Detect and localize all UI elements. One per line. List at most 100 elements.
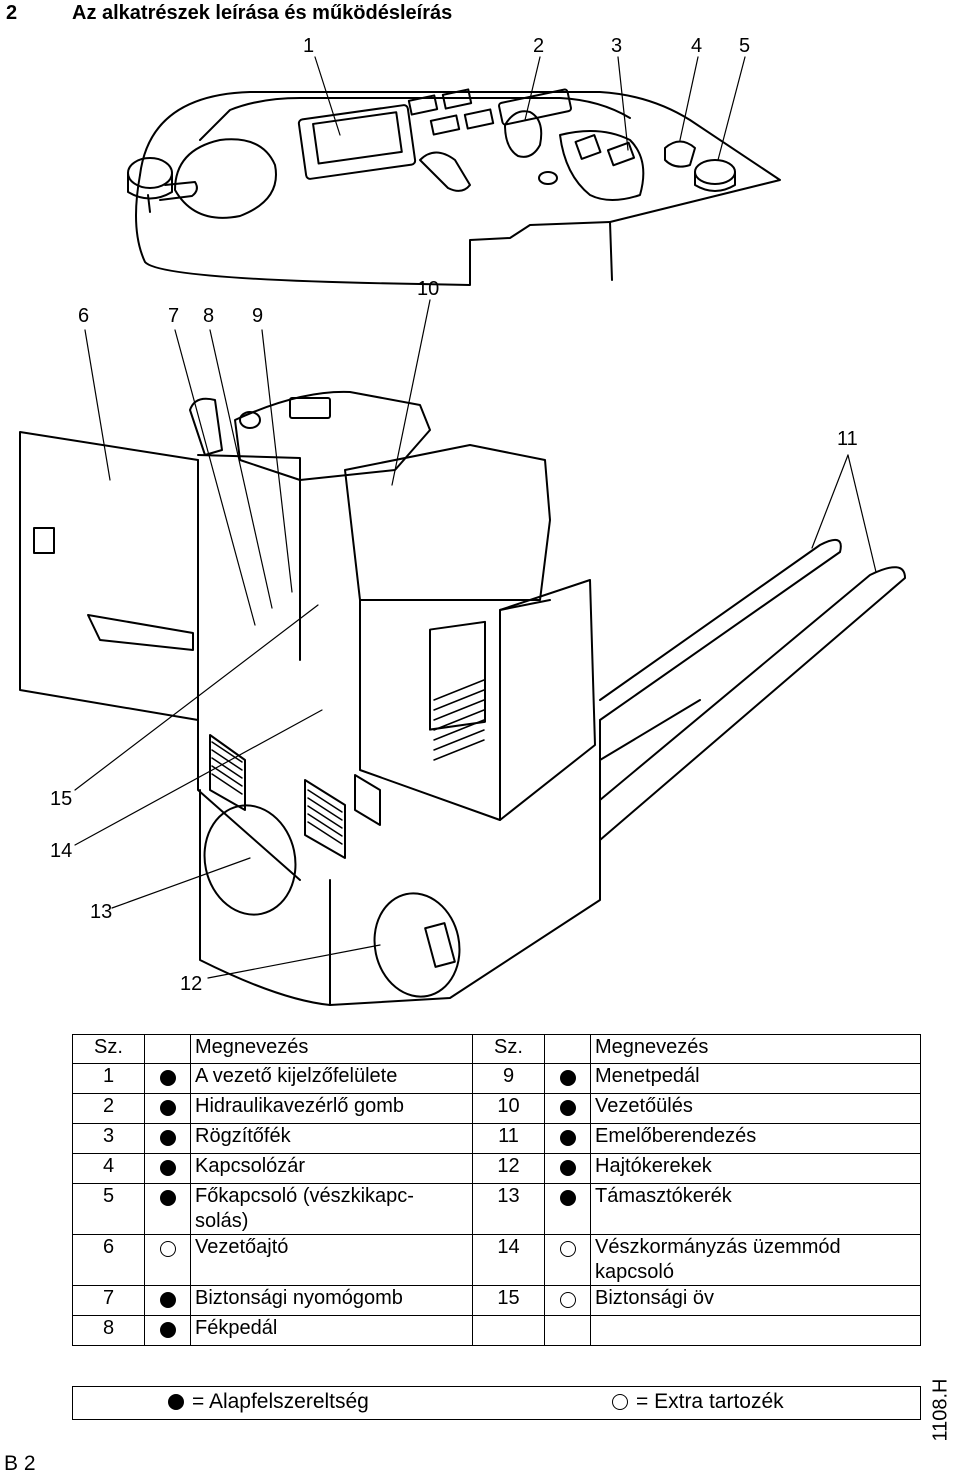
filled-circle-icon xyxy=(559,1070,576,1086)
equipment-status-left xyxy=(144,1123,191,1154)
filled-circle-icon xyxy=(159,1160,176,1176)
table-header-row: Sz. Megnevezés Sz. Megnevezés xyxy=(72,1034,921,1064)
filled-circle-icon xyxy=(159,1070,176,1086)
filled-circle-icon xyxy=(559,1130,576,1146)
truck-body xyxy=(19,390,906,1006)
part-number-right: 12 xyxy=(472,1153,545,1184)
part-name-right: Menetpedál xyxy=(590,1063,921,1094)
filled-circle-icon xyxy=(559,1100,576,1116)
part-name-left: Rögzítőfék xyxy=(190,1123,473,1154)
header-num-right: Sz. xyxy=(472,1034,545,1064)
part-number-right xyxy=(472,1315,545,1346)
section-title: Az alkatrészek leírása és működésleírás xyxy=(72,2,453,24)
filled-circle-icon xyxy=(159,1100,176,1116)
callout-labels: 1 2 3 4 5 6 7 8 9 10 11 12 13 14 15 xyxy=(50,35,858,995)
part-name-right: Vezetőülés xyxy=(590,1093,921,1124)
part-number-left: 7 xyxy=(72,1285,145,1316)
table-row: 8 Fékpedál xyxy=(72,1315,921,1346)
part-name-left: Hidraulikavezérlő gomb xyxy=(190,1093,473,1124)
equipment-status-right xyxy=(544,1093,591,1124)
equipment-status-right xyxy=(544,1234,591,1286)
filled-circle-icon xyxy=(159,1130,176,1146)
vent-grilles xyxy=(211,679,485,845)
callout-12: 12 xyxy=(180,973,202,995)
section-number: 2 xyxy=(6,2,18,24)
filled-circle-icon xyxy=(559,1190,576,1206)
callout-8: 8 xyxy=(203,305,214,327)
part-number-left: 4 xyxy=(72,1153,145,1184)
filled-circle-icon xyxy=(159,1322,176,1338)
equipment-status-left xyxy=(144,1093,191,1124)
part-name-right: Vészkormányzás üzemmód kapcsoló xyxy=(590,1234,921,1286)
filled-circle-icon xyxy=(559,1160,576,1176)
callout-13: 13 xyxy=(90,901,112,923)
legend-optional: = Extra tartozék xyxy=(612,1390,784,1414)
legend-standard: = Alapfelszereltség xyxy=(168,1390,369,1414)
equipment-status-left xyxy=(144,1063,191,1094)
callout-5: 5 xyxy=(739,35,750,57)
part-number-left: 2 xyxy=(72,1093,145,1124)
part-name-right xyxy=(590,1315,921,1346)
callout-3: 3 xyxy=(611,35,622,57)
equipment-status-right xyxy=(544,1285,591,1316)
part-name-left: Kapcsolózár xyxy=(190,1153,473,1184)
equipment-status-right xyxy=(544,1153,591,1184)
part-name-left: Főkapcsoló (vészkikapc- solás) xyxy=(190,1183,473,1235)
equipment-status-right xyxy=(544,1315,591,1346)
part-name-left: A vezető kijelzőfelülete xyxy=(190,1063,473,1094)
open-circle-icon xyxy=(559,1241,576,1257)
part-number-right: 10 xyxy=(472,1093,545,1124)
part-number-left: 6 xyxy=(72,1234,145,1286)
callout-14: 14 xyxy=(50,840,72,862)
part-name-left: Fékpedál xyxy=(190,1315,473,1346)
equipment-status-left xyxy=(144,1234,191,1286)
callout-15: 15 xyxy=(50,788,72,810)
callout-1: 1 xyxy=(303,35,314,57)
part-number-right: 11 xyxy=(472,1123,545,1154)
open-circle-icon xyxy=(612,1394,628,1410)
part-name-right: Emelőberendezés xyxy=(590,1123,921,1154)
part-number-right: 14 xyxy=(472,1234,545,1286)
open-circle-icon xyxy=(159,1241,176,1257)
equipment-status-right xyxy=(544,1063,591,1094)
part-number-right: 13 xyxy=(472,1183,545,1235)
callout-7: 7 xyxy=(168,305,179,327)
equipment-status-right xyxy=(544,1123,591,1154)
page-number: B 2 xyxy=(4,1452,36,1475)
document-code-label: 1108.H xyxy=(929,1378,952,1442)
part-number-left: 8 xyxy=(72,1315,145,1346)
part-number-left: 3 xyxy=(72,1123,145,1154)
open-circle-icon xyxy=(559,1292,576,1308)
callout-9: 9 xyxy=(252,305,263,327)
part-name-right: Biztonsági öv xyxy=(590,1285,921,1316)
callout-10: 10 xyxy=(417,278,439,300)
parts-table: Sz. Megnevezés Sz. Megnevezés 1 A vezető … xyxy=(72,1034,921,1346)
header-name-right: Megnevezés xyxy=(590,1034,921,1064)
part-name-right: Hajtókerekek xyxy=(590,1153,921,1184)
callout-4: 4 xyxy=(691,35,702,57)
equipment-status-left xyxy=(144,1315,191,1346)
legend-optional-label: = Extra tartozék xyxy=(636,1390,784,1413)
leader-lines xyxy=(74,56,877,979)
equipment-status-left xyxy=(144,1285,191,1316)
equipment-status-left xyxy=(144,1153,191,1184)
callout-11: 11 xyxy=(837,428,858,450)
legend-box: = Alapfelszereltség = Extra tartozék xyxy=(72,1386,921,1420)
pallet-truck-drawing: 1 2 3 4 5 6 7 8 9 10 11 12 13 14 15 xyxy=(19,35,906,1006)
document-code: 1108.H xyxy=(928,1378,954,1442)
filled-circle-icon xyxy=(159,1292,176,1308)
part-name-left: Biztonsági nyomógomb xyxy=(190,1285,473,1316)
header-num-left: Sz. xyxy=(72,1034,145,1064)
part-number-left: 5 xyxy=(72,1183,145,1235)
part-number-right: 9 xyxy=(472,1063,545,1094)
part-number-left: 1 xyxy=(72,1063,145,1094)
console-detail xyxy=(127,88,781,286)
equipment-status-right xyxy=(544,1183,591,1235)
equipment-status-left xyxy=(144,1183,191,1235)
part-name-right: Támasztókerék xyxy=(590,1183,921,1235)
